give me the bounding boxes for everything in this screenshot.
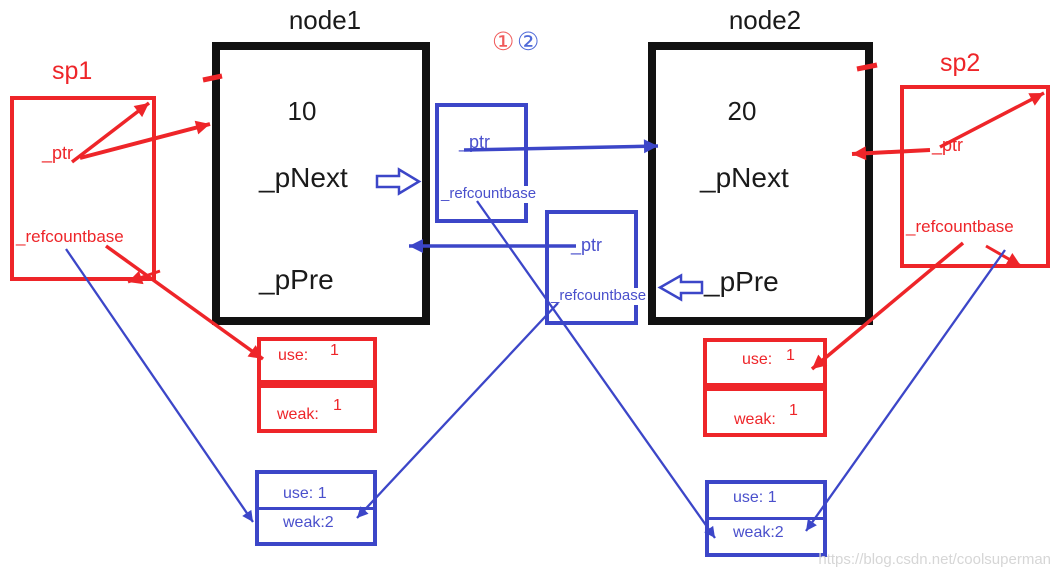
weakcount-table-1-divider bbox=[257, 507, 375, 510]
weakref-box-1 bbox=[435, 103, 528, 223]
weakcount1-use-text: use: 1 bbox=[283, 485, 327, 502]
watermark-url: https://blog.csdn.net/coolsuperman bbox=[818, 551, 1051, 568]
line-weakref2-refcount-to-weakcount1 bbox=[356, 302, 559, 519]
sp2-title: sp2 bbox=[940, 49, 981, 77]
weakcount2-weak-text: weak:2 bbox=[733, 524, 784, 541]
node2-weak-label: weak: bbox=[734, 411, 776, 428]
node1-weak-label: weak: bbox=[277, 406, 319, 423]
weakref1-refcountbase-label: _refcountbase bbox=[440, 185, 538, 203]
node1-title: node1 bbox=[288, 5, 362, 35]
node2-weak-value: 1 bbox=[789, 402, 798, 419]
node2-value: 20 bbox=[727, 96, 757, 126]
node2-title: node2 bbox=[728, 5, 802, 35]
sp2-ptr-label: _ptr bbox=[932, 135, 964, 155]
node1-value: 10 bbox=[287, 96, 317, 126]
node2-ppre-label: _pPre bbox=[704, 266, 779, 297]
weakcount2-use-text: use: 1 bbox=[733, 489, 777, 506]
step2-circled-number: ② bbox=[517, 28, 540, 56]
weakcount1-weak-text: weak:2 bbox=[283, 514, 334, 531]
weakref1-ptr-label: _ptr bbox=[459, 132, 491, 152]
node1-pnext-label: _pNext bbox=[259, 162, 348, 193]
node1-usecount-cell bbox=[257, 337, 377, 384]
node1-weak-value: 1 bbox=[333, 397, 342, 414]
node1-ppre-label: _pPre bbox=[259, 264, 334, 295]
sp1-box bbox=[10, 96, 156, 281]
sp1-title: sp1 bbox=[52, 57, 93, 85]
sp2-refcountbase-label: _refcountbase bbox=[906, 217, 1014, 236]
weakref2-refcountbase-label: _refcountbase bbox=[550, 287, 648, 305]
node2-use-label: use: bbox=[742, 351, 773, 368]
sp1-refcountbase-label: _refcountbase bbox=[16, 227, 124, 246]
node2-use-value: 1 bbox=[786, 347, 795, 364]
step1-circled-number: ① bbox=[492, 28, 515, 56]
node1-use-value: 1 bbox=[330, 342, 339, 359]
sp2-box bbox=[900, 85, 1050, 268]
node1-use-label: use: bbox=[278, 347, 309, 364]
weakref-box-2 bbox=[545, 210, 638, 325]
node2-pnext-label: _pNext bbox=[700, 162, 789, 193]
weakcount-table-2-divider bbox=[707, 517, 825, 520]
sp1-ptr-label: _ptr bbox=[42, 143, 74, 163]
weakref2-ptr-label: _ptr bbox=[571, 235, 603, 255]
